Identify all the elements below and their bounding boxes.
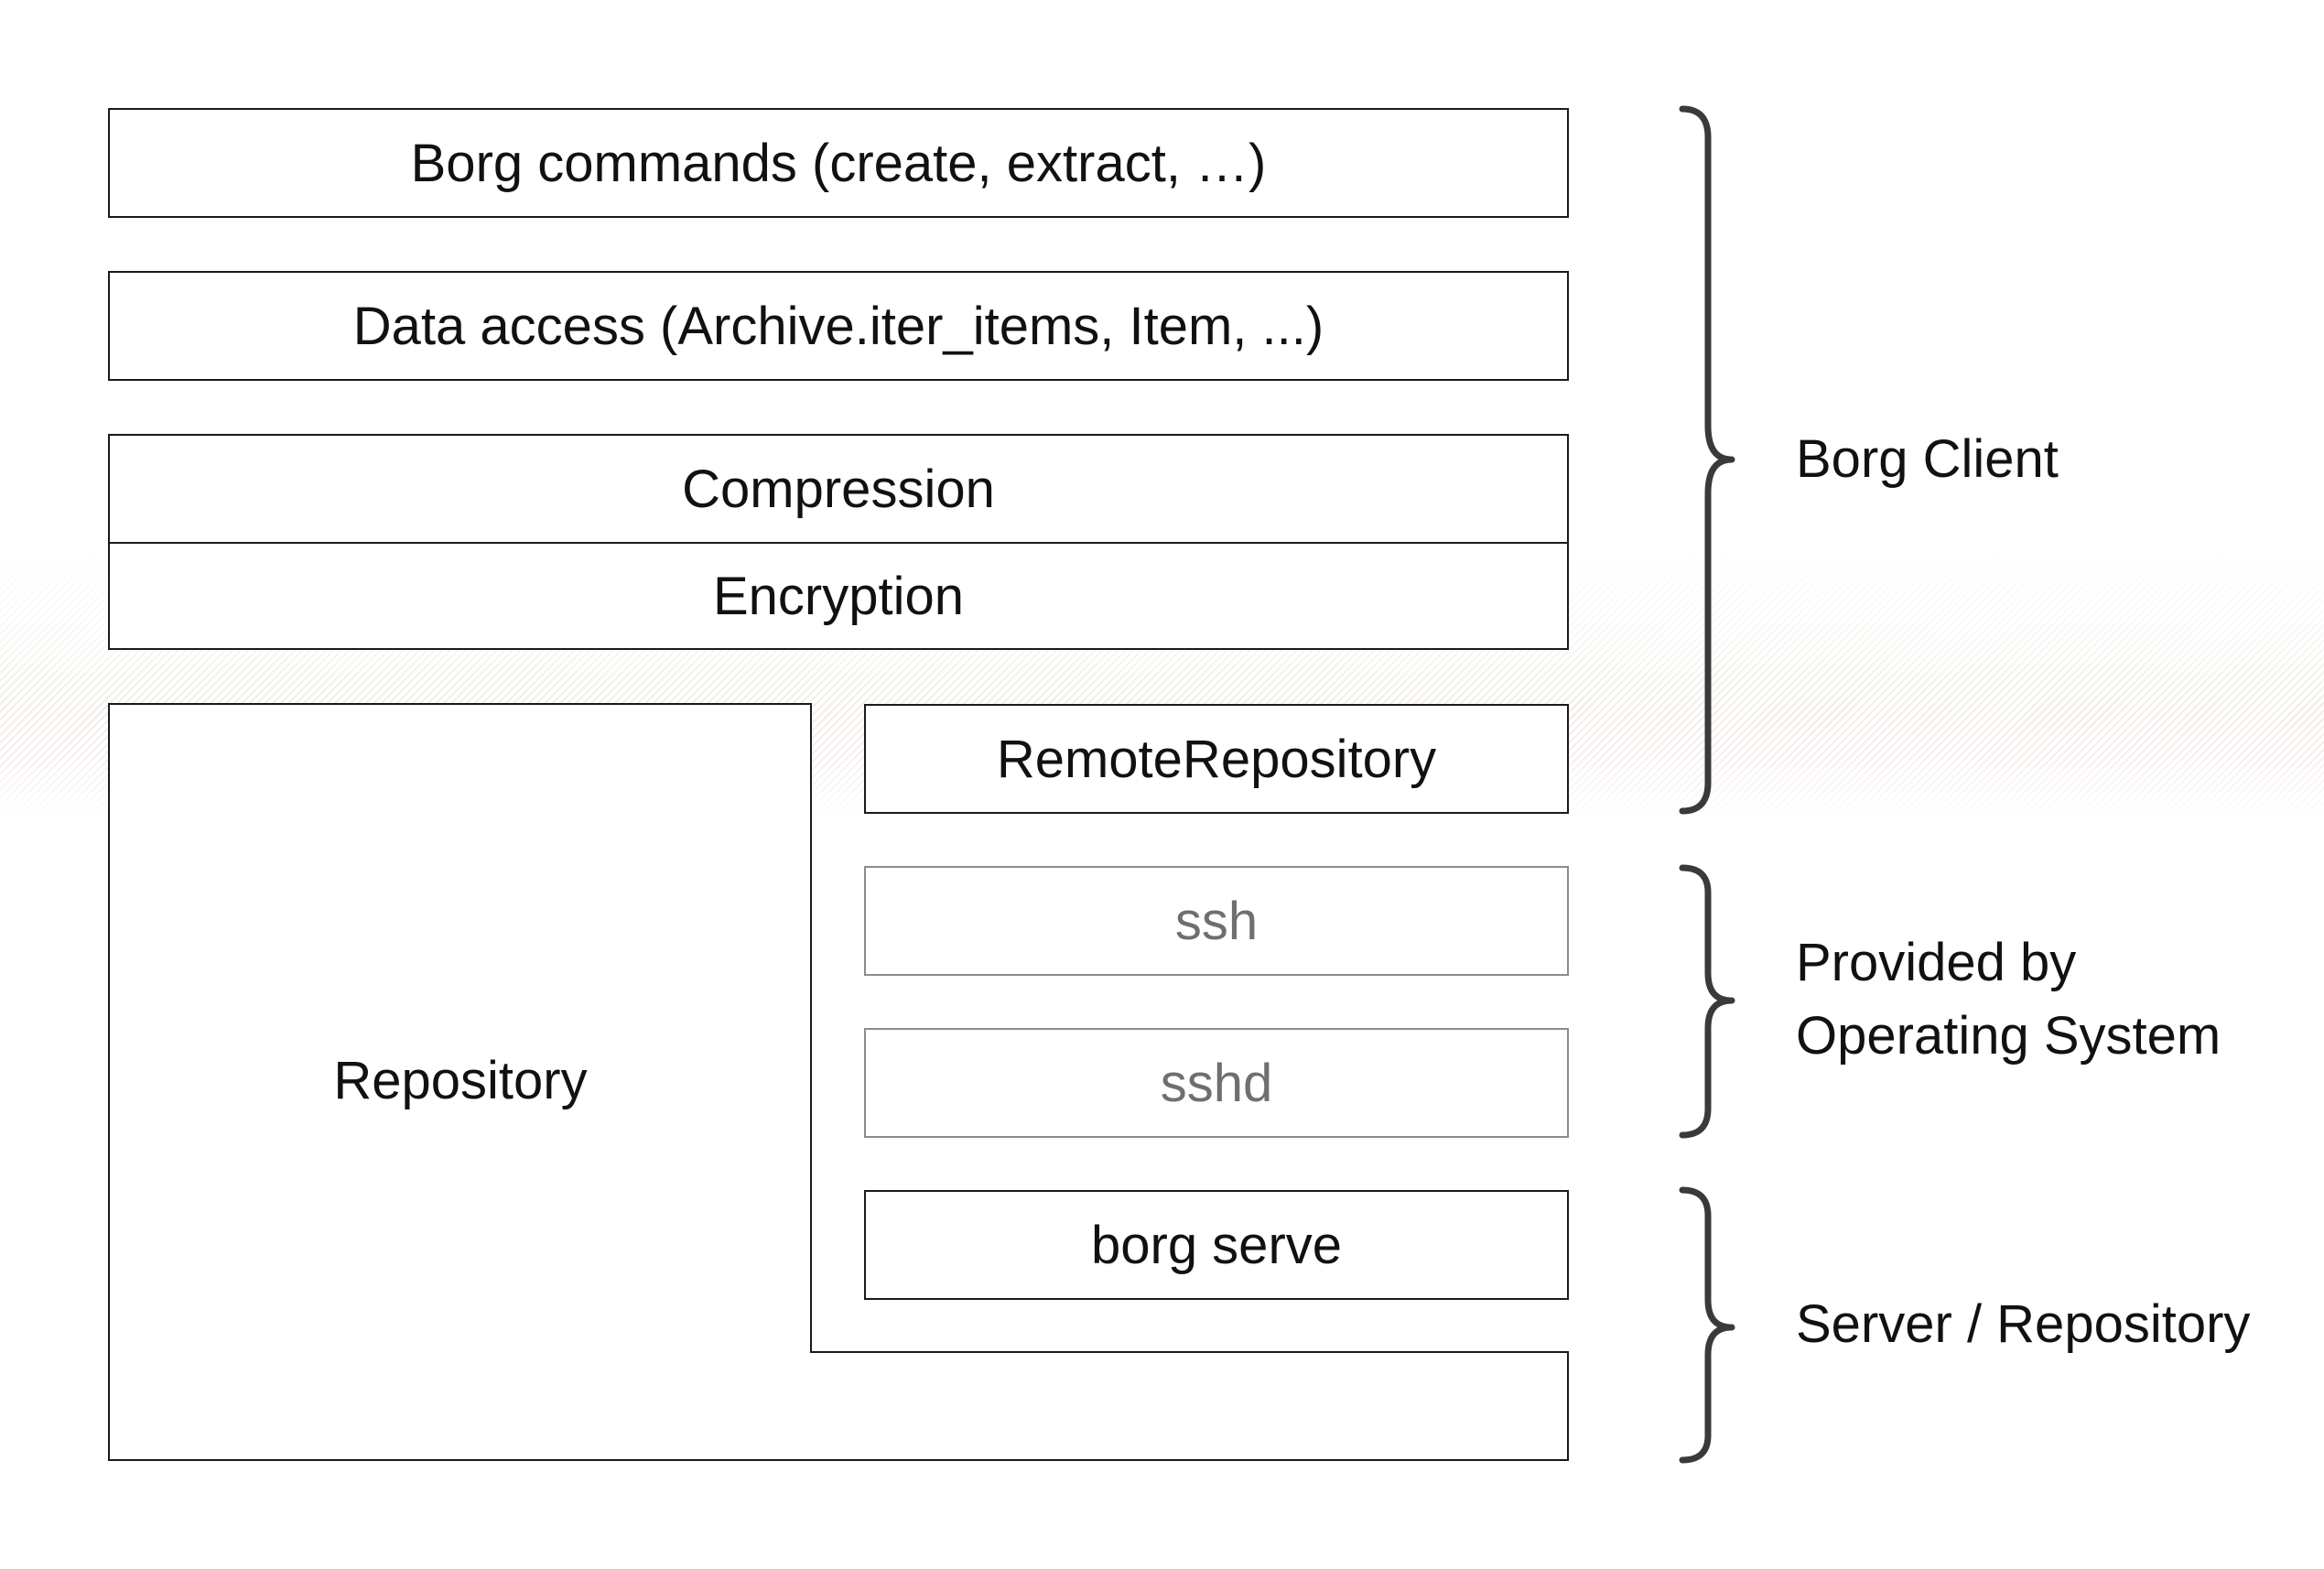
data-access-label: Data access (Archive.iter_items, Item, .… — [352, 296, 1324, 356]
sshd-layer: sshd — [864, 1028, 1569, 1138]
borg-serve-label: borg serve — [1090, 1215, 1343, 1275]
encryption-layer: Encryption — [108, 542, 1569, 650]
data-access-layer: Data access (Archive.iter_items, Item, .… — [108, 271, 1569, 381]
ssh-layer: ssh — [864, 866, 1569, 976]
os-brace — [1679, 864, 1735, 1139]
repository-label: Repository — [333, 1050, 588, 1110]
remote-repository-label: RemoteRepository — [996, 729, 1437, 789]
borg-client-label: Borg Client — [1796, 429, 2059, 489]
client-brace — [1679, 105, 1735, 815]
provided-by-os-label: Provided by Operating System — [1796, 926, 2221, 1073]
borg-commands-layer: Borg commands (create, extract, …) — [108, 108, 1569, 218]
provided-by-os-line1: Provided by — [1796, 933, 2077, 992]
encryption-label: Encryption — [712, 566, 965, 626]
ssh-label: ssh — [1174, 891, 1259, 951]
remote-repository-layer: RemoteRepository — [864, 704, 1569, 814]
sshd-label: sshd — [1160, 1053, 1273, 1113]
server-brace — [1679, 1186, 1735, 1464]
server-repository-label: Server / Repository — [1796, 1294, 2251, 1354]
repository-label-box: Repository — [108, 705, 813, 1455]
provided-by-os-line2: Operating System — [1796, 1006, 2221, 1066]
borg-commands-label: Borg commands (create, extract, …) — [410, 133, 1267, 193]
borg-serve-layer: borg serve — [864, 1190, 1569, 1300]
compression-label: Compression — [682, 459, 995, 519]
